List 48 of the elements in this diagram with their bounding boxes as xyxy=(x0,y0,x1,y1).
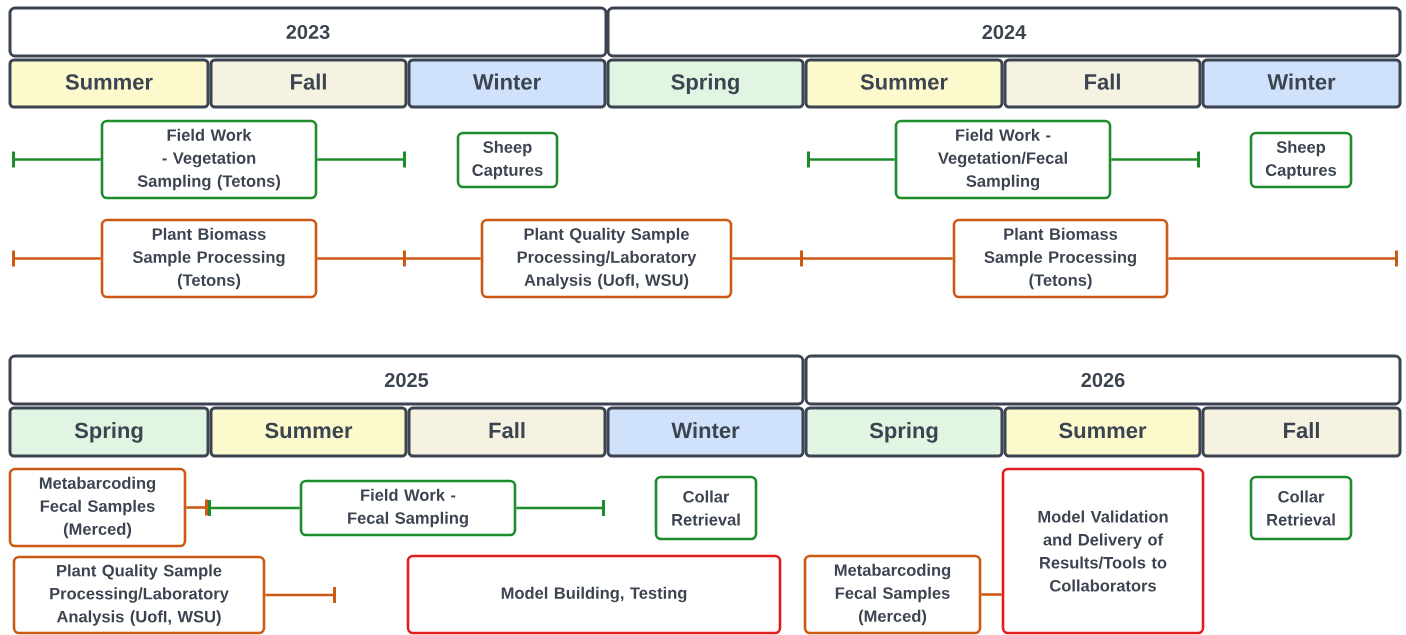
connector-line xyxy=(981,593,1002,596)
activity-box: Plant Quality Sample Processing/Laboratory Analysis (UofI, WSU) xyxy=(480,218,733,299)
activity-box: Field Work - Fecal Sampling xyxy=(299,479,517,537)
season-cell: Spring xyxy=(804,406,1004,458)
timeline-bar xyxy=(12,151,101,168)
connector-line xyxy=(803,257,953,260)
activity-box: Sheep Captures xyxy=(1249,131,1353,189)
timeline-bar xyxy=(1168,250,1398,267)
season-cell: Summer xyxy=(209,406,408,458)
activity-box: Collar Retrieval xyxy=(1249,475,1353,541)
year-band: 2026 xyxy=(804,354,1402,406)
activity-box: Model Building, Testing xyxy=(406,554,782,635)
activity-box: Plant Quality Sample Processing/Laboratory Analysis (UofI, WSU) xyxy=(12,555,266,635)
activity-box: Model Validation and Delivery of Results/Tools to Collaborators xyxy=(1001,467,1205,635)
connector-line xyxy=(406,257,481,260)
timeline-bar xyxy=(807,151,895,168)
season-cell: Summer xyxy=(804,58,1004,109)
season-cell: Fall xyxy=(209,58,408,109)
activity-box: Metabarcoding Fecal Samples (Merced) xyxy=(803,554,982,635)
season-cell: Fall xyxy=(1201,406,1402,458)
timeline-bar xyxy=(732,250,803,267)
season-cell: Winter xyxy=(606,406,805,458)
timeline-bar xyxy=(1111,151,1200,168)
activity-box: Plant Biomass Sample Processing (Tetons) xyxy=(100,218,318,299)
season-cell: Spring xyxy=(8,406,210,458)
year-band: 2025 xyxy=(8,354,805,406)
season-cell: Fall xyxy=(1003,58,1202,109)
season-cell: Summer xyxy=(1003,406,1202,458)
timeline-bar xyxy=(208,500,300,516)
year-band: 2023 xyxy=(8,6,608,58)
timeline-bar xyxy=(317,250,406,267)
season-cell: Fall xyxy=(407,406,607,458)
season-cell: Winter xyxy=(1201,58,1402,109)
activity-box: Plant Biomass Sample Processing (Tetons) xyxy=(952,218,1169,299)
activity-box: Sheep Captures xyxy=(456,131,559,189)
timeline-bar xyxy=(317,151,406,168)
season-cell: Spring xyxy=(606,58,805,109)
timeline-bar xyxy=(186,499,208,516)
year-band: 2024 xyxy=(606,6,1402,58)
season-cell: Summer xyxy=(8,58,210,109)
season-cell: Winter xyxy=(407,58,607,109)
timeline-bar xyxy=(265,587,336,603)
activity-box: Collar Retrieval xyxy=(654,475,758,541)
timeline-bar xyxy=(12,250,101,267)
activity-box: Field Work - Vegetation Sampling (Tetons) xyxy=(100,119,318,200)
activity-box: Metabarcoding Fecal Samples (Merced) xyxy=(8,467,187,548)
activity-box: Field Work - Vegetation/Fecal Sampling xyxy=(894,119,1112,200)
timeline-bar xyxy=(516,500,605,516)
